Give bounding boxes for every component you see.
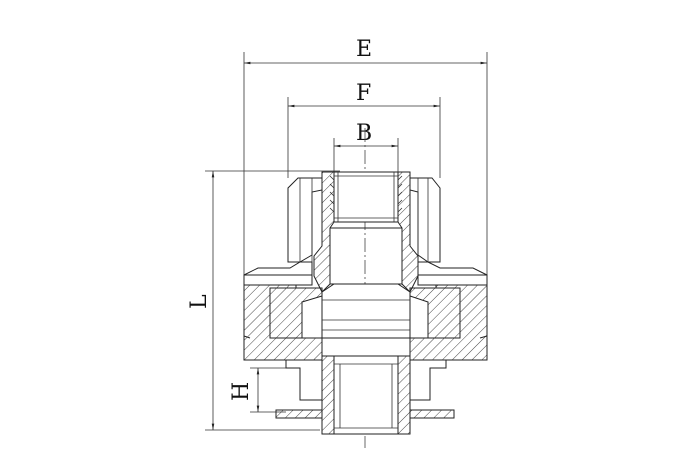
dimension-E: E (243, 37, 488, 275)
center-spigot (321, 283, 411, 357)
upper-tail-section (313, 171, 419, 293)
upper-bore (333, 171, 399, 223)
lower-tail-section (244, 355, 487, 435)
dimension-label-L: L (187, 294, 212, 309)
lower-bore (333, 355, 399, 435)
dimension-label-B: B (356, 121, 372, 146)
dimension-L: L (187, 170, 340, 431)
dimension-B: B (333, 121, 399, 176)
dimension-label-E: E (356, 37, 372, 62)
dimension-label-F: F (356, 81, 371, 106)
coupling-nut (243, 261, 488, 361)
dimension-H: H (229, 367, 286, 413)
dimension-label-H: H (229, 382, 254, 401)
dimension-F: F (287, 81, 441, 178)
